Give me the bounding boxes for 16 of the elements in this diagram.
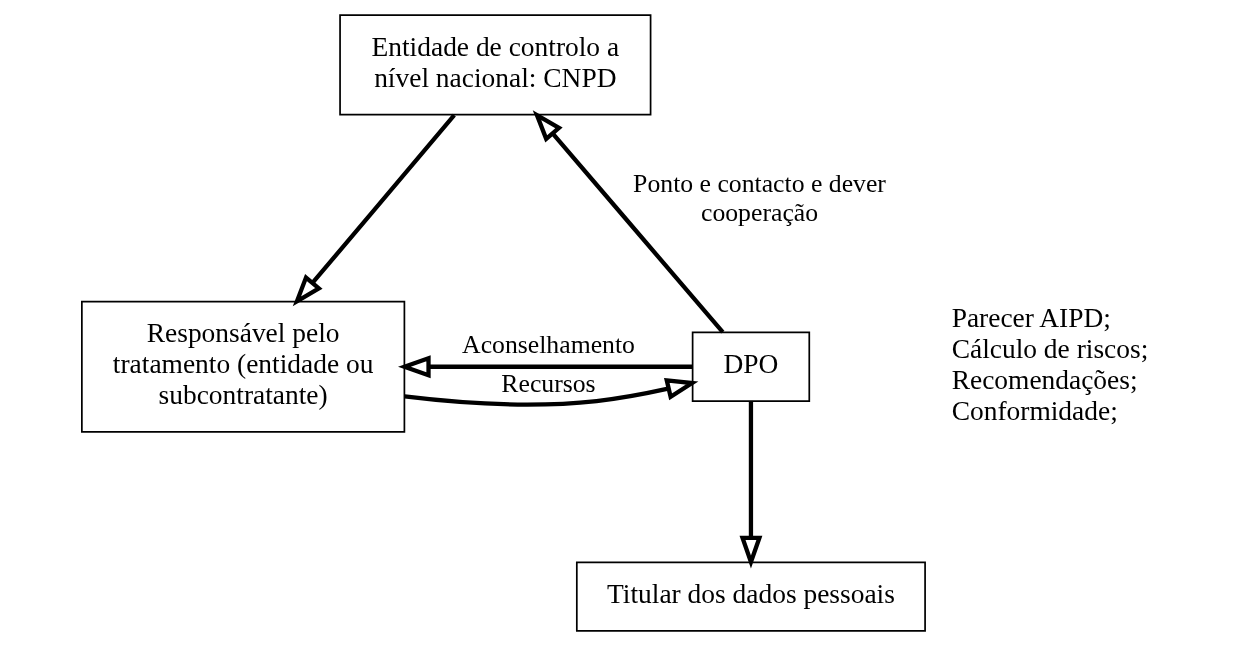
arrow — [404, 377, 699, 407]
edge-label: Ponto e contacto e dever cooperação — [633, 168, 886, 227]
edge-label: Recursos — [501, 369, 596, 399]
node-box: Titular dos dados pessoais — [575, 561, 926, 632]
arrow — [398, 355, 693, 379]
node-label: Parecer AIPD; — [951, 302, 1111, 333]
edge-label: Aconselhamento — [462, 330, 635, 360]
node-box: Entidade de controlo a nível nacional: CNPD — [339, 14, 652, 116]
node-label: Recomendações; — [951, 364, 1138, 395]
arrow — [292, 113, 456, 307]
node-box: Responsável pelo tratamento (entidade ou subcontratante) — [81, 300, 406, 433]
arrow — [739, 401, 763, 569]
node-label: Conformidade; — [951, 395, 1118, 426]
node-box: DPO — [691, 331, 811, 402]
node-label: Cálculo de riscos; — [951, 333, 1149, 364]
arrow — [532, 110, 725, 334]
